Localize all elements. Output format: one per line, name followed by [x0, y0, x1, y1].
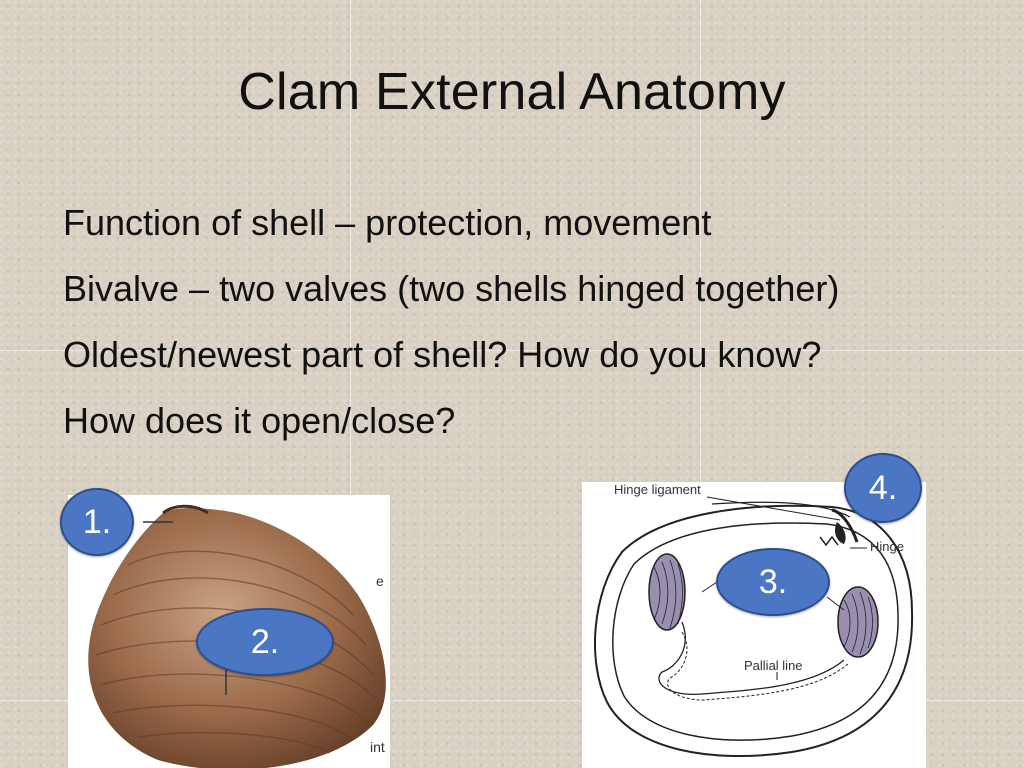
hinge-label: Hinge — [870, 539, 904, 554]
clam-interior-illustration — [594, 496, 914, 758]
callout-badge-2: 2. — [196, 608, 334, 676]
pallial-line-label: Pallial line — [744, 658, 803, 673]
hinge-ligament-label: Hinge ligament — [614, 482, 701, 497]
callout-badge-4: 4. — [844, 453, 922, 523]
callout-badge-3: 3. — [716, 548, 830, 616]
bullet-item: How does it open/close? — [63, 400, 456, 441]
photo-edge-label: e — [376, 573, 384, 589]
bullet-item: Bivalve – two valves (two shells hinged … — [63, 268, 840, 309]
bullet-item: Function of shell – protection, movement — [63, 202, 712, 243]
clam-interior-diagram: Hinge ligament Hinge Pallial line — [582, 482, 926, 768]
slide-title: Clam External Anatomy — [238, 63, 786, 121]
photo-edge-label: int — [370, 739, 385, 755]
bullet-item: Oldest/newest part of shell? How do you … — [63, 334, 822, 375]
bullet-list: Function of shell – protection, movement… — [63, 190, 839, 454]
callout-badge-1: 1. — [60, 488, 134, 556]
